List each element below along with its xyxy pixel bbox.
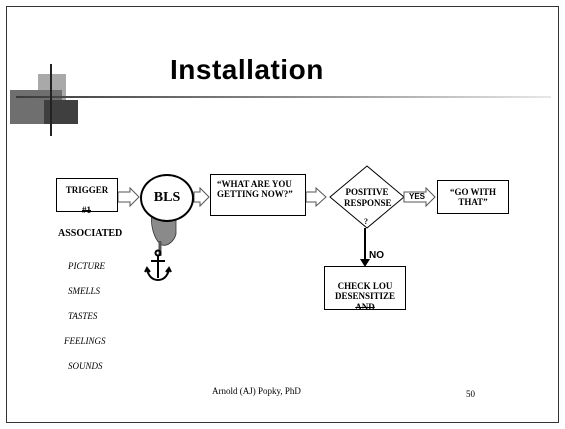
decor-vertical-line xyxy=(50,64,52,136)
check-line-1: CHECK LOU xyxy=(337,281,393,291)
no-label: NO xyxy=(369,250,384,261)
association-item: TASTES xyxy=(68,311,98,321)
decision-line-2: RESPONSE xyxy=(344,197,392,208)
association-item: PICTURE xyxy=(68,261,105,271)
trigger-box: TRIGGER xyxy=(56,178,118,212)
go-with-that-box: “GO WITH THAT” xyxy=(437,180,509,214)
decor-square-dark xyxy=(44,100,78,124)
decision-line-1: POSITIVE xyxy=(345,187,389,197)
associated-label: ASSOCIATED xyxy=(58,228,123,239)
question-box: “WHAT ARE YOU GETTING NOW?” xyxy=(210,174,306,216)
bls-label: BLS xyxy=(153,190,181,205)
arrow-no-head xyxy=(360,259,370,267)
trigger-label: TRIGGER xyxy=(65,185,109,195)
decision-mark: ? xyxy=(364,217,368,226)
title-underline xyxy=(16,96,551,98)
association-item: SMELLS xyxy=(68,286,101,296)
decision-text: POSITIVE RESPONSE xyxy=(344,187,392,209)
slide-title: Installation xyxy=(170,54,324,85)
decision-diamond xyxy=(329,165,405,229)
arrow-question-to-decision xyxy=(305,186,327,208)
association-item: SOUNDS xyxy=(68,361,103,371)
check-lou-box: CHECK LOU DESENSITIZE AND xyxy=(324,266,406,312)
anchor-icon xyxy=(144,249,172,282)
page-number: 50 xyxy=(466,389,475,399)
arrow-yes xyxy=(403,186,436,208)
arrow-trigger-to-bls xyxy=(117,186,140,208)
yes-label: YES xyxy=(409,192,426,201)
check-line-2: DESENSITIZE xyxy=(334,291,396,302)
trigger-number: #1 xyxy=(82,205,91,215)
footer-author: Arnold (AJ) Popky, PhD xyxy=(212,386,301,396)
association-item: FEELINGS xyxy=(64,336,106,346)
check-line-3: AND xyxy=(355,301,375,312)
arrow-bls-to-question xyxy=(193,186,210,208)
bls-circle: BLS xyxy=(140,174,194,222)
